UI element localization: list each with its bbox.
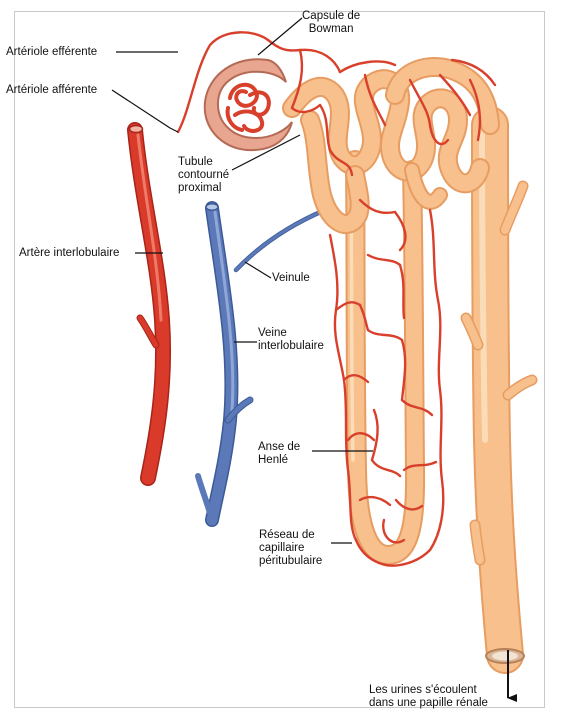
leader-bowman [257,17,303,56]
collecting-duct [460,106,538,674]
leader-lines [111,17,517,702]
venule-vessel [233,207,328,273]
vein-tail [195,473,215,523]
interlobular-vein-opening [205,202,219,212]
bowman-capsule [203,58,293,152]
leader-venule [244,261,272,279]
interlobular-vein [195,201,328,527]
label-efferent-arteriole: Artériole efférente [6,46,98,58]
label-afferent-arteriole: Artériole afférente [6,84,98,96]
interlobular-artery [127,122,172,486]
leader-proximal [231,134,301,171]
label-loop-of-henle: Anse de Henlé [258,441,301,466]
label-bowman-capsule: Capsule de Bowman [302,10,361,35]
glomerulus [225,82,271,133]
diagram-frame [14,11,545,708]
leader-afferent [111,89,179,133]
peritubular-capillary-network [176,31,497,567]
label-interlobular-artery: Artère interlobulaire [19,247,120,259]
label-venule: Veinule [272,272,310,284]
label-proximal-tubule: Tubule contourné proximal [178,156,230,194]
label-peritubular-network: Réseau de capillaire péritubulaire [259,529,323,567]
label-urine-flow: Les urines s'écoulent dans une papille r… [369,684,488,709]
bowman-capsule-shell [203,58,293,152]
interlobular-artery-opening [128,124,144,134]
label-interlobular-vein: Veine interlobulaire [258,327,324,352]
proximal-convoluted-tubule [282,57,500,234]
